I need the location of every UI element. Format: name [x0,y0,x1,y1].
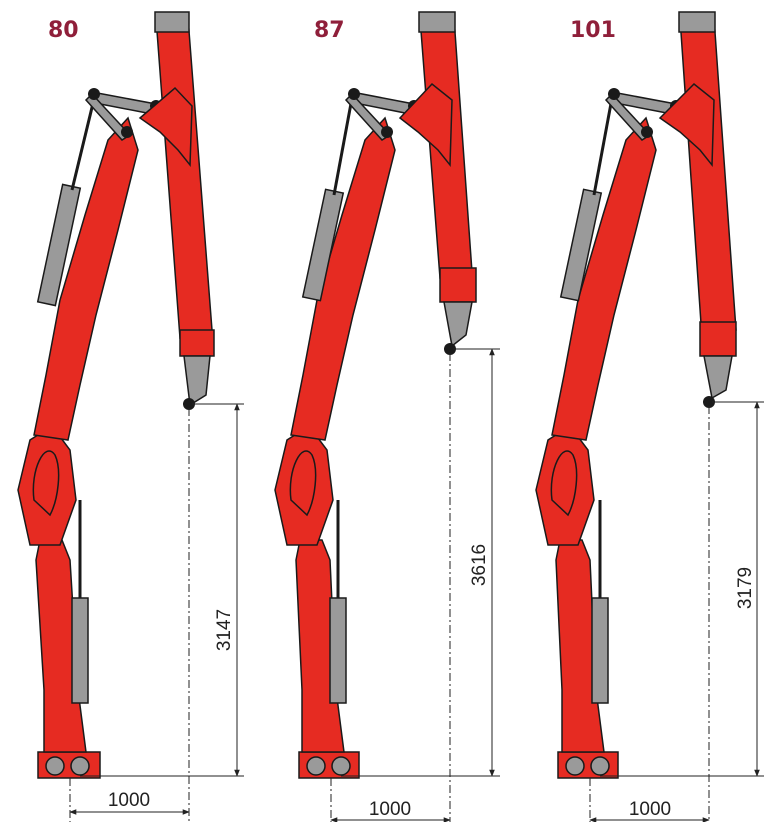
reach-dimension-87: 1000 [369,799,411,820]
dimension-lines-101 [589,401,764,822]
hook-end [443,301,473,348]
model-label-101: 101 [570,18,616,43]
lift-cylinder [591,597,609,704]
base-wheel [331,756,351,776]
dimension-lines-87 [330,348,500,822]
extension-tip [439,267,477,303]
base-wheel [70,756,90,776]
height-dimension-80: 3147 [214,609,235,651]
crane-101 [535,11,737,779]
extension-tip [699,321,737,357]
hook-end [183,355,211,407]
crane-87 [274,11,477,779]
boom-tip [678,11,716,33]
link-arm [604,92,652,141]
height-dimension-101: 3179 [735,567,756,609]
boom-head [138,86,193,168]
lift-cylinder [329,597,347,704]
link-arm [344,92,392,141]
base-wheel [590,756,610,776]
model-label-80: 80 [48,18,79,43]
knuckle-joint [274,424,334,546]
knuckle-joint [17,424,77,546]
link-arm [84,92,132,141]
boom-head [398,82,453,168]
crane-80 [17,11,215,779]
lift-cylinder [71,597,89,704]
extension-tip [179,329,215,357]
base-wheel [306,756,326,776]
model-label-87: 87 [314,18,345,43]
boom-cylinder [559,188,603,302]
base-wheel [45,756,65,776]
base-wheel [565,756,585,776]
reach-dimension-80: 1000 [108,790,150,811]
cylinder-rod [592,97,614,196]
outer-boom [679,17,737,339]
outer-boom [155,17,213,339]
boom-head [658,82,715,168]
cylinder-rod [332,97,354,196]
dimension-lines-80 [69,403,244,822]
main-boom [33,116,139,441]
boom-tip [154,11,190,33]
hook-end [703,355,733,400]
knuckle-joint [535,424,595,546]
height-dimension-87: 3616 [469,544,490,586]
boom-tip [418,11,456,33]
cylinder-rod [70,94,97,191]
reach-dimension-101: 1000 [629,799,671,820]
